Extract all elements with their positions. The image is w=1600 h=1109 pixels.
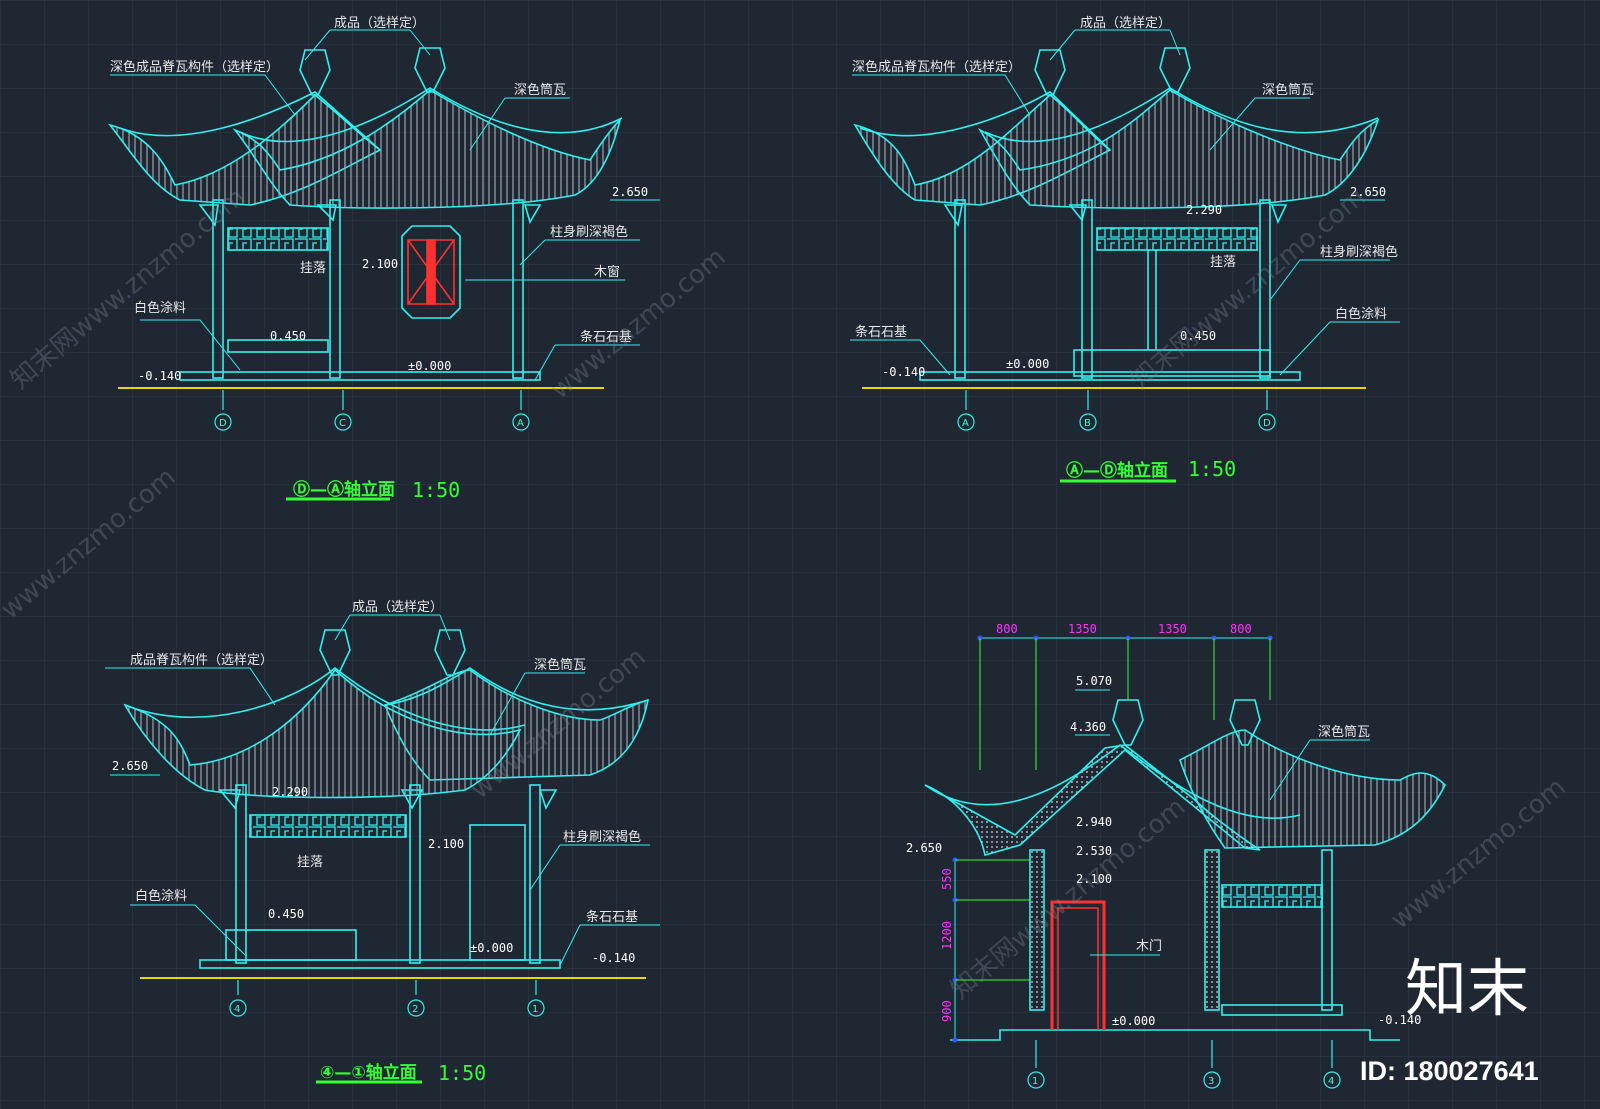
label-ridge: 深色成品脊瓦构件（选样定） [852, 59, 1021, 75]
dim-level: ±0.000 [470, 941, 513, 955]
label-fret: 挂落 [1210, 255, 1236, 270]
label-window: 木窗 [594, 264, 620, 280]
dim-level: -0.140 [882, 365, 925, 379]
section-drawing-4 [924, 699, 1446, 1041]
label-ridge: 深色成品脊瓦构件（选样定） [110, 59, 279, 75]
leaders-4 [1075, 689, 1370, 956]
label-tile: 深色筒瓦 [1262, 82, 1314, 98]
label-column: 柱身刷深褐色 [563, 829, 641, 845]
dim-level: 2.650 [612, 185, 648, 199]
dim-level: -0.140 [138, 369, 181, 383]
label-stone: 条石石基 [586, 909, 638, 925]
dim-span: 800 [1230, 622, 1252, 636]
label-finial: 成品（选样定） [352, 600, 443, 615]
dim-level: ±0.000 [1112, 1014, 1155, 1028]
dim-level: 2.530 [1076, 844, 1112, 858]
dim-level: 0.450 [1180, 329, 1216, 343]
dim-level: ±0.000 [408, 359, 451, 373]
dim-level: -0.140 [592, 951, 635, 965]
label-finial: 成品（选样定） [1080, 16, 1171, 31]
door-opening [1050, 900, 1106, 1030]
axis-label: A [517, 418, 524, 429]
axis-markers-2 [957, 390, 1276, 431]
dim-span: 1350 [1158, 622, 1187, 636]
leaders-3 [105, 614, 660, 966]
label-tile: 深色筒瓦 [534, 657, 586, 673]
drawing-title: Ⓐ—Ⓓ轴立面 [1066, 460, 1168, 481]
elevation-drawing-2 [853, 47, 1380, 381]
label-fret: 挂落 [297, 855, 323, 870]
label-door: 木门 [1136, 939, 1162, 954]
drawing-scale: 1:50 [438, 1061, 486, 1085]
label-wall: 白色涂料 [1335, 306, 1387, 322]
axis-label: 3 [1208, 1076, 1214, 1087]
dim-span: 800 [996, 622, 1018, 636]
axis-label: D [219, 418, 227, 429]
dim-height: 550 [940, 868, 954, 890]
dim-height: 900 [940, 1000, 954, 1022]
dim-level: 2.940 [1076, 815, 1112, 829]
dim-span: 1350 [1068, 622, 1097, 636]
axis-label: 4 [1328, 1076, 1334, 1087]
axis-markers-1 [214, 390, 530, 431]
axis-label: 4 [234, 1004, 240, 1015]
leaders-2 [850, 29, 1400, 376]
axis-label: B [1084, 418, 1091, 429]
label-stone: 条石石基 [580, 329, 632, 345]
label-stone: 条石石基 [855, 324, 907, 340]
drawing-title: ④—①轴立面 [320, 1062, 417, 1083]
dim-level: 2.290 [272, 785, 308, 799]
label-fret: 挂落 [300, 261, 326, 276]
top-dimension-chain [952, 635, 1273, 1043]
axis-label: C [339, 418, 346, 429]
dim-level: 2.100 [428, 837, 464, 851]
label-finial: 成品（选样定） [334, 16, 425, 31]
label-wall: 白色涂料 [134, 300, 186, 316]
dim-level: 5.070 [1076, 674, 1112, 688]
dim-level: 2.650 [112, 759, 148, 773]
axis-markers-3 [229, 980, 545, 1017]
axis-label: 2 [412, 1004, 418, 1015]
label-tile: 深色筒瓦 [514, 82, 566, 98]
elevation-drawing-3 [123, 629, 650, 969]
axis-label: 1 [1032, 1076, 1038, 1087]
drawing-scale: 1:50 [412, 478, 460, 502]
axis-label: D [1263, 418, 1271, 429]
brand-logo: 知末 [1405, 952, 1529, 1025]
dim-level: 2.650 [906, 841, 942, 855]
elevation-drawing-1 [107, 47, 623, 381]
label-ridge: 成品脊瓦构件（选样定） [130, 653, 273, 668]
drawing-title: Ⓓ—Ⓐ轴立面 [293, 479, 395, 500]
label-column: 柱身刷深褐色 [550, 224, 628, 240]
dim-height: 1200 [940, 921, 954, 950]
leaders-1 [110, 29, 660, 381]
brand-id: ID: 180027641 [1360, 1056, 1539, 1086]
axis-markers-4 [1027, 1040, 1341, 1089]
dim-level: 4.360 [1070, 720, 1106, 734]
label-wall: 白色涂料 [135, 888, 187, 904]
dim-level: 2.100 [1076, 872, 1112, 886]
axis-label: A [962, 418, 969, 429]
dim-level: 2.290 [1186, 203, 1222, 217]
axis-label: 1 [532, 1004, 538, 1015]
dim-level: 2.650 [1350, 185, 1386, 199]
dim-level: 0.450 [270, 329, 306, 343]
dim-level: 0.450 [268, 907, 304, 921]
drawing-scale: 1:50 [1188, 457, 1236, 481]
label-tile: 深色筒瓦 [1318, 724, 1370, 740]
dim-level: 2.100 [362, 257, 398, 271]
dim-level: ±0.000 [1006, 357, 1049, 371]
dim-level: -0.140 [1378, 1013, 1421, 1027]
label-column: 柱身刷深褐色 [1320, 244, 1398, 260]
